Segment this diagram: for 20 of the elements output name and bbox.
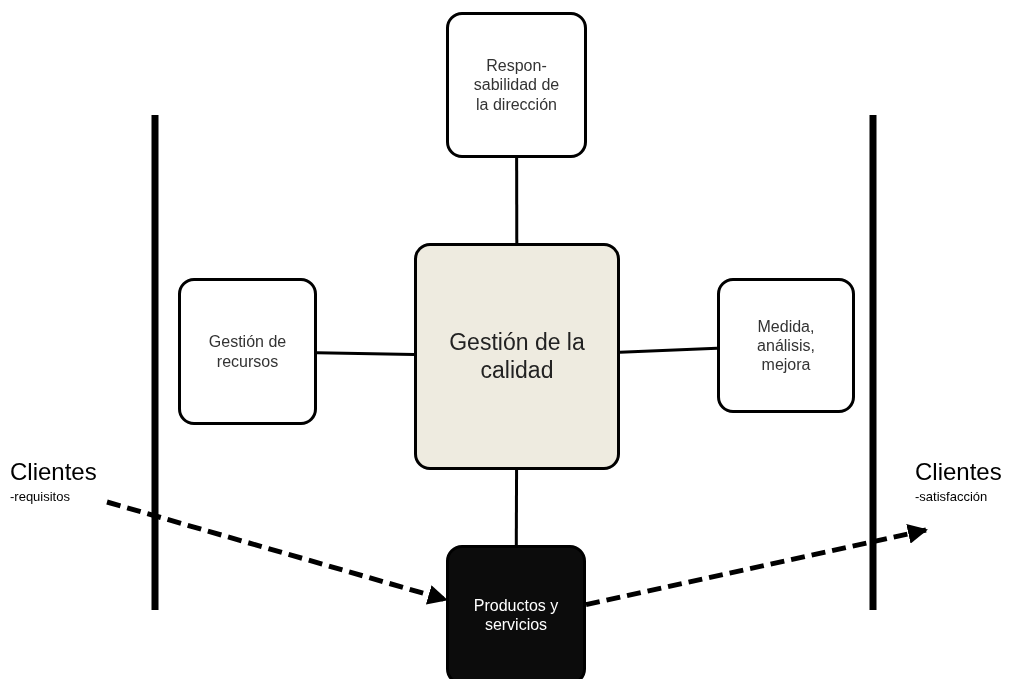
node-text: Productos y servicios: [472, 595, 560, 635]
clients-heading: Clientes: [915, 458, 1002, 486]
connector-line: [514, 470, 519, 545]
clients-note: -satisfacción: [915, 489, 988, 504]
management-box: [446, 12, 587, 158]
connector-line: [515, 158, 519, 243]
products-box: [446, 545, 586, 679]
connector-line: [619, 346, 718, 354]
connector-line: [316, 351, 415, 357]
dashed-arrow: [106, 499, 448, 605]
dashed-arrow: [585, 524, 928, 608]
measurement-box: [717, 278, 855, 413]
resources-box: [178, 278, 317, 425]
quality-box: [414, 243, 620, 470]
clients-heading: Clientes: [10, 458, 97, 486]
node-text: Gestión de recursos: [207, 332, 288, 371]
node-text: Gestión de la calidad: [448, 328, 586, 385]
clients-note: -requisitos: [10, 489, 70, 504]
node-text: Medida, análisis, mejora: [756, 316, 816, 375]
node-text: Respon- sabilidad de la dirección: [473, 56, 560, 114]
